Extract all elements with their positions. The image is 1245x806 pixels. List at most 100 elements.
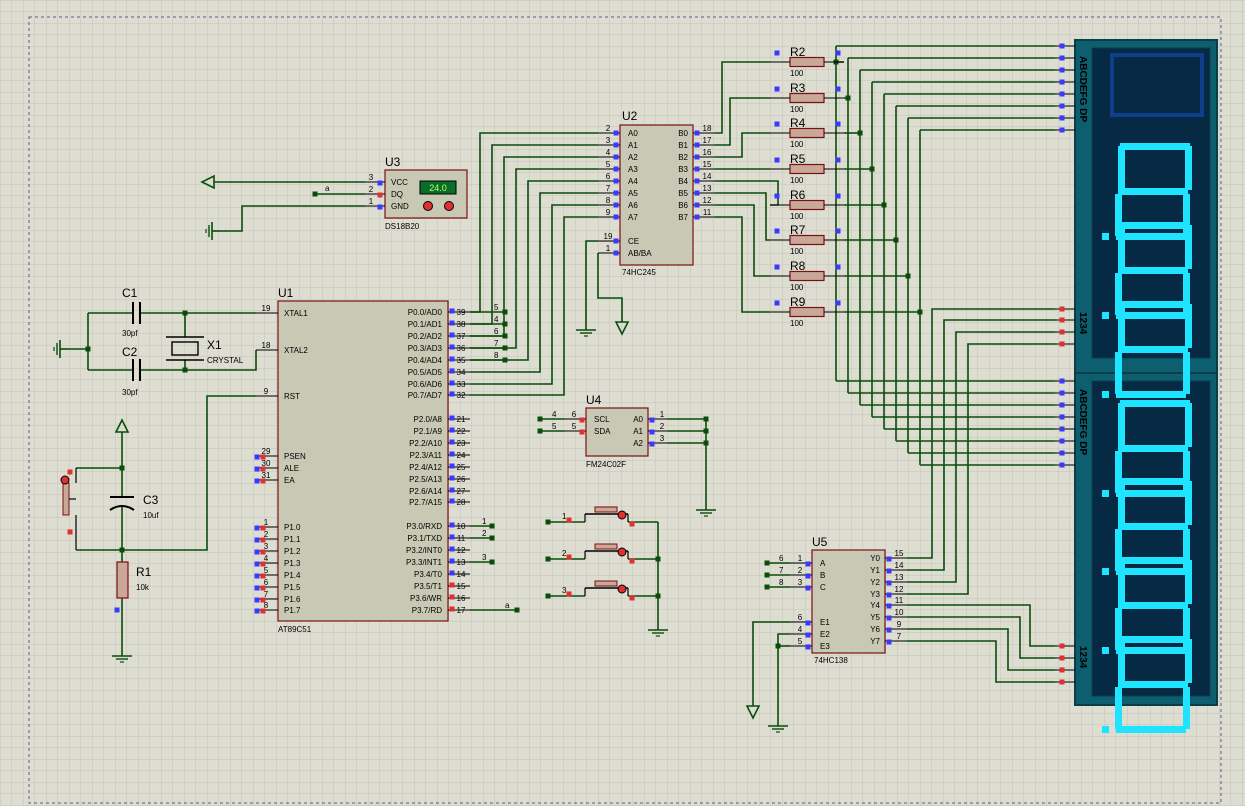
wire: [907, 604, 1055, 647]
u1-pin-name-P1.4: P1.4: [284, 571, 301, 580]
wire: [220, 205, 365, 232]
pin-marker: [649, 441, 655, 447]
reset-button-knob[interactable]: [60, 475, 70, 485]
u1-pin-name-P2.0/A8: P2.0/A8: [414, 415, 443, 424]
pin-marker: [579, 429, 585, 435]
u1-pin-number: 24: [457, 451, 466, 460]
pin-marker: [260, 478, 266, 484]
segment: [1118, 681, 1188, 688]
u3-pin-name-GND: GND: [391, 202, 409, 211]
u2-pin-name-B4: B4: [678, 177, 688, 186]
pin-marker: [1059, 91, 1065, 97]
segment: [1120, 143, 1190, 150]
pin-marker: [1059, 115, 1065, 121]
wire: [470, 168, 598, 349]
u1-pin-name-P0.1/AD1: P0.1/AD1: [408, 320, 443, 329]
u1-pin-name-P3.2/INT0: P3.2/INT0: [406, 546, 443, 555]
junction: [857, 130, 863, 136]
pin-marker: [886, 556, 892, 562]
u1-pin-name-P1.0: P1.0: [284, 523, 301, 532]
junction: [502, 309, 508, 315]
pin-marker: [694, 142, 700, 148]
pin-marker: [449, 534, 455, 540]
junction: [764, 584, 770, 590]
pin-marker: [449, 522, 455, 528]
wire: [585, 240, 598, 322]
u1-pin-number: 13: [457, 558, 466, 567]
u3-temperature-value: 24.0: [429, 183, 447, 193]
u2-pin-number: 15: [703, 160, 712, 169]
pin-marker: [613, 142, 619, 148]
wire: [140, 350, 257, 371]
push-button-knob[interactable]: [617, 584, 627, 594]
segment: [1116, 233, 1186, 240]
net-label: 7: [494, 339, 499, 348]
pin-marker: [449, 380, 455, 386]
pin-marker: [613, 202, 619, 208]
r1-ref: R1: [136, 565, 152, 579]
pin-marker: [377, 192, 383, 198]
u1-pin-name-P3.4/T0: P3.4/T0: [414, 570, 443, 579]
push-button-knob[interactable]: [617, 547, 627, 557]
u4-body[interactable]: [585, 407, 649, 457]
u3-decrease-button[interactable]: [423, 201, 433, 211]
u2-pin-name-B0: B0: [678, 129, 688, 138]
u5-pin-number: 3: [798, 578, 803, 587]
r1-value: 10k: [136, 583, 150, 592]
x1-crystal[interactable]: [171, 341, 199, 356]
push-button-2[interactable]: [594, 543, 618, 550]
pin-marker: [254, 466, 260, 472]
reset-button[interactable]: [62, 482, 70, 516]
c2-ref: C2: [122, 345, 138, 359]
pin-marker: [449, 320, 455, 326]
segment-dp: [1102, 647, 1109, 654]
pin-marker: [1059, 643, 1065, 649]
u1-pin-name-XTAL2: XTAL2: [284, 346, 308, 355]
push-button-knob[interactable]: [617, 510, 627, 520]
u2-pin-number: 13: [703, 184, 712, 193]
push-button-1[interactable]: [594, 506, 618, 513]
u2-pin-name-A7: A7: [628, 213, 638, 222]
u2-pin-name-AB-BA: AB/BA: [628, 249, 652, 258]
junction: [845, 95, 851, 101]
pin-marker: [579, 417, 585, 423]
u1-pin-number: 33: [457, 380, 466, 389]
pin-marker: [1059, 402, 1065, 408]
push-button-3[interactable]: [594, 580, 618, 587]
u3-increase-button[interactable]: [444, 201, 454, 211]
pin-marker: [449, 344, 455, 350]
pin-marker: [377, 180, 383, 186]
u1-pin-number: 26: [457, 475, 466, 484]
x1-ref: X1: [207, 338, 222, 352]
junction: [764, 560, 770, 566]
segment: [1120, 636, 1190, 643]
u1-part: AT89C51: [278, 625, 312, 634]
u5-pin-number: 1: [798, 554, 803, 563]
u1-body[interactable]: [277, 300, 449, 622]
u1-pin-number: 35: [457, 356, 466, 365]
segment: [1183, 194, 1190, 236]
pin-marker: [649, 429, 655, 435]
resistor-r1[interactable]: [116, 561, 129, 599]
pin-marker: [254, 478, 260, 484]
u1-pin-number: 16: [457, 594, 466, 603]
u2-pin-name-B1: B1: [678, 141, 688, 150]
pin-marker: [835, 264, 841, 270]
segment: [1118, 188, 1188, 195]
wire: [907, 331, 1055, 583]
wire: [470, 204, 598, 385]
segment: [1116, 312, 1186, 319]
u5-pin-number: 6: [798, 613, 803, 622]
pin-marker: [613, 130, 619, 136]
u5-pin-name-Y6: Y6: [870, 625, 880, 634]
pin-marker: [449, 582, 455, 588]
u2-body[interactable]: [619, 124, 694, 266]
u3-pin-number: 2: [369, 185, 374, 194]
u1-pin-number: 7: [264, 590, 269, 599]
resistor-value: 100: [790, 176, 804, 185]
u5-body[interactable]: [811, 549, 886, 654]
display-digit: [1102, 478, 1192, 575]
segment: [1118, 445, 1188, 452]
pin-marker: [1059, 103, 1065, 109]
pin-marker: [835, 300, 841, 306]
